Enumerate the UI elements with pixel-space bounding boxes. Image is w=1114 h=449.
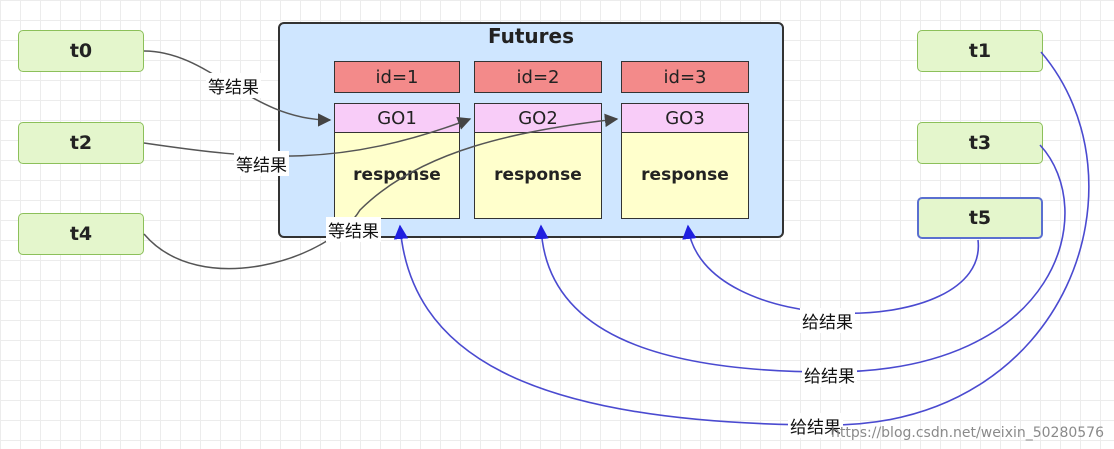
thread-t3: t3 bbox=[917, 122, 1043, 164]
go-box-3: GO3 bbox=[621, 103, 749, 133]
edge-t5-resp3 bbox=[682, 224, 979, 315]
id-box-1: id=1 bbox=[334, 61, 460, 93]
response-box-3: response bbox=[621, 133, 749, 219]
edge-label-give-2: 给结果 bbox=[802, 362, 857, 387]
edge-label-wait-1: 等结果 bbox=[206, 73, 261, 98]
edge-t1-resp1 bbox=[393, 51, 1090, 426]
response-box-1: response bbox=[334, 133, 460, 219]
go-box-2: GO2 bbox=[474, 103, 602, 133]
edge-label-give-3: 给结果 bbox=[788, 413, 843, 438]
thread-t1: t1 bbox=[917, 30, 1043, 72]
edge-t2-go2 bbox=[143, 116, 472, 157]
id-box-3: id=3 bbox=[621, 61, 749, 93]
response-box-2: response bbox=[474, 133, 602, 219]
watermark: https://blog.csdn.net/weixin_50280576 bbox=[830, 425, 1104, 441]
edge-label-give-1: 给结果 bbox=[800, 308, 855, 333]
id-box-2: id=2 bbox=[474, 61, 602, 93]
thread-t4: t4 bbox=[18, 213, 144, 255]
thread-t0: t0 bbox=[18, 30, 144, 72]
thread-t5: t5 bbox=[917, 197, 1043, 239]
edge-label-wait-3: 等结果 bbox=[326, 217, 381, 242]
edge-t4-go3 bbox=[143, 113, 619, 270]
edge-label-wait-2: 等结果 bbox=[234, 151, 289, 176]
futures-title: Futures bbox=[487, 24, 575, 48]
thread-t2: t2 bbox=[18, 122, 144, 164]
edge-t3-resp2 bbox=[534, 144, 1066, 373]
